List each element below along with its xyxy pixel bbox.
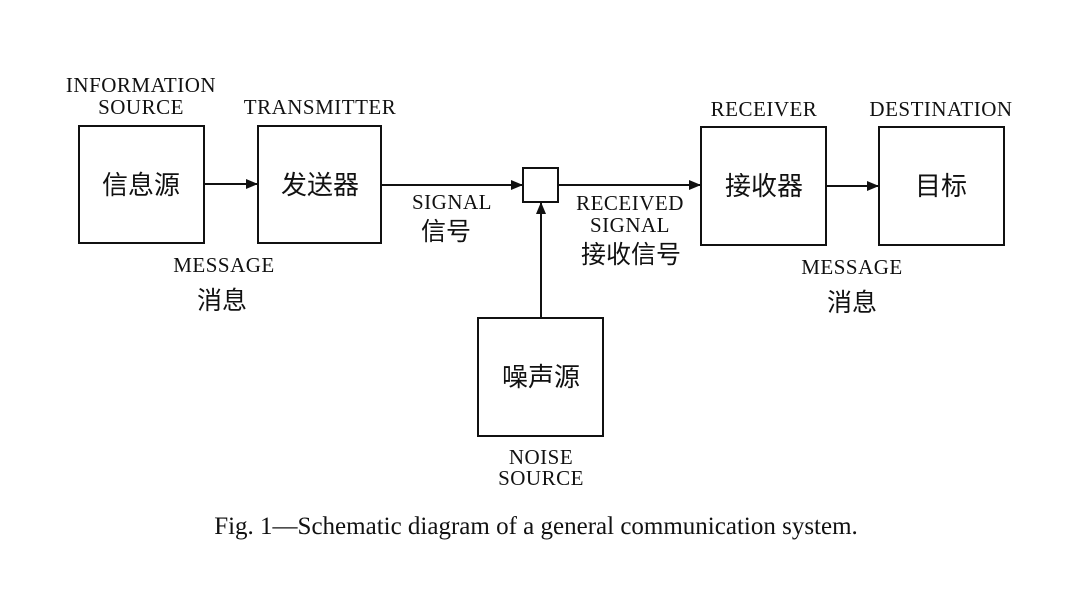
figure-caption: Fig. 1—Schematic diagram of a general co… (214, 513, 858, 540)
receiver-box (700, 126, 827, 246)
received-signal-label-zh: 接收信号 (581, 240, 681, 269)
info-source-box (78, 125, 205, 244)
noise-source-box (477, 317, 604, 437)
received-signal-label-line1: RECEIVED (576, 191, 684, 215)
transmitter-box (257, 125, 382, 244)
message-right-label-zh: 消息 (827, 288, 877, 317)
destination-title: DESTINATION (869, 97, 1012, 121)
noise-source-label-line2: SOURCE (498, 466, 584, 490)
message-right-label-en: MESSAGE (801, 255, 903, 279)
signal-label-en: SIGNAL (412, 190, 492, 214)
info-source-box-text: 信息源 (102, 171, 180, 201)
noise-source-box-text: 噪声源 (502, 363, 580, 393)
destination-box-text: 目标 (915, 172, 967, 202)
received-signal-label-line2: SIGNAL (590, 213, 670, 237)
noise-combiner-node (522, 167, 559, 203)
transmitter-title: TRANSMITTER (244, 95, 397, 119)
destination-box (878, 126, 1005, 246)
message-left-label-en: MESSAGE (173, 253, 275, 277)
info-source-title-line1: INFORMATION (66, 73, 216, 97)
signal-label-zh: 信号 (421, 217, 471, 246)
info-source-title-line2: SOURCE (98, 95, 184, 119)
message-left-label-zh: 消息 (197, 286, 247, 315)
transmitter-box-text: 发送器 (281, 171, 359, 201)
receiver-box-text: 接收器 (725, 172, 803, 202)
noise-source-label-line1: NOISE (509, 445, 573, 469)
receiver-title: RECEIVER (711, 97, 818, 121)
